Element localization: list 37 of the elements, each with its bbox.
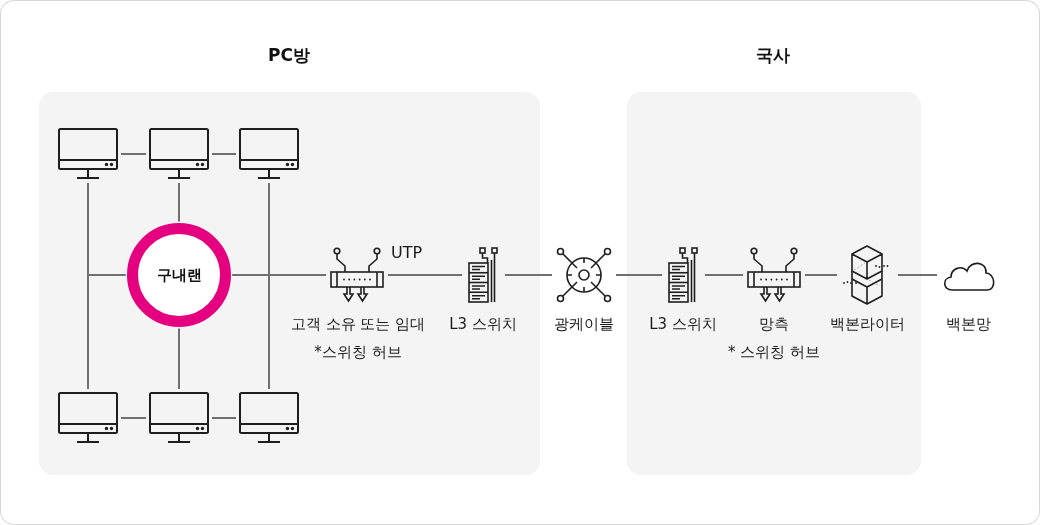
monitor-icon bbox=[239, 128, 299, 180]
server-rack-icon bbox=[468, 247, 499, 303]
connector-line bbox=[120, 417, 147, 419]
connector-line bbox=[387, 274, 463, 276]
connector-line bbox=[211, 417, 237, 419]
switching-hub-icon bbox=[330, 247, 384, 303]
node-caption: L3 스위치 bbox=[449, 314, 517, 334]
monitor-icon bbox=[58, 128, 118, 180]
node-caption: 망측 bbox=[759, 314, 789, 334]
node-caption: 백본망 bbox=[945, 314, 991, 334]
connector-line bbox=[504, 274, 553, 276]
monitor-icon bbox=[149, 128, 209, 180]
connector-line bbox=[704, 274, 744, 276]
connector-line bbox=[178, 327, 180, 390]
panel-title: 국사 bbox=[756, 44, 790, 66]
node-label: 구내랜 bbox=[156, 265, 202, 285]
node-caption: 백본라이터 bbox=[829, 314, 905, 334]
connector-line bbox=[120, 153, 147, 155]
monitor-icon bbox=[149, 392, 209, 444]
connector-line bbox=[211, 153, 237, 155]
connector-line bbox=[231, 274, 327, 276]
connector-line bbox=[87, 274, 127, 390]
server-rack-icon bbox=[668, 247, 699, 303]
switching-hub-icon bbox=[747, 247, 801, 303]
connector-line bbox=[615, 274, 663, 276]
panel-title: PC방 bbox=[268, 44, 310, 66]
monitor-icon bbox=[58, 392, 118, 444]
node-caption: * 스위칭 허브 bbox=[728, 342, 820, 362]
connector-line bbox=[804, 274, 838, 276]
node-caption: L3 스위치 bbox=[649, 314, 717, 334]
connector-line bbox=[897, 274, 938, 276]
monitor-icon bbox=[239, 392, 299, 444]
network-node-icon bbox=[556, 247, 612, 303]
node-caption: 광케이블 bbox=[554, 314, 614, 334]
node-caption: 고객 소유 또는 임대 bbox=[290, 314, 426, 334]
connector-line bbox=[178, 182, 180, 223]
node-caption: *스위칭 허브 bbox=[314, 342, 402, 362]
